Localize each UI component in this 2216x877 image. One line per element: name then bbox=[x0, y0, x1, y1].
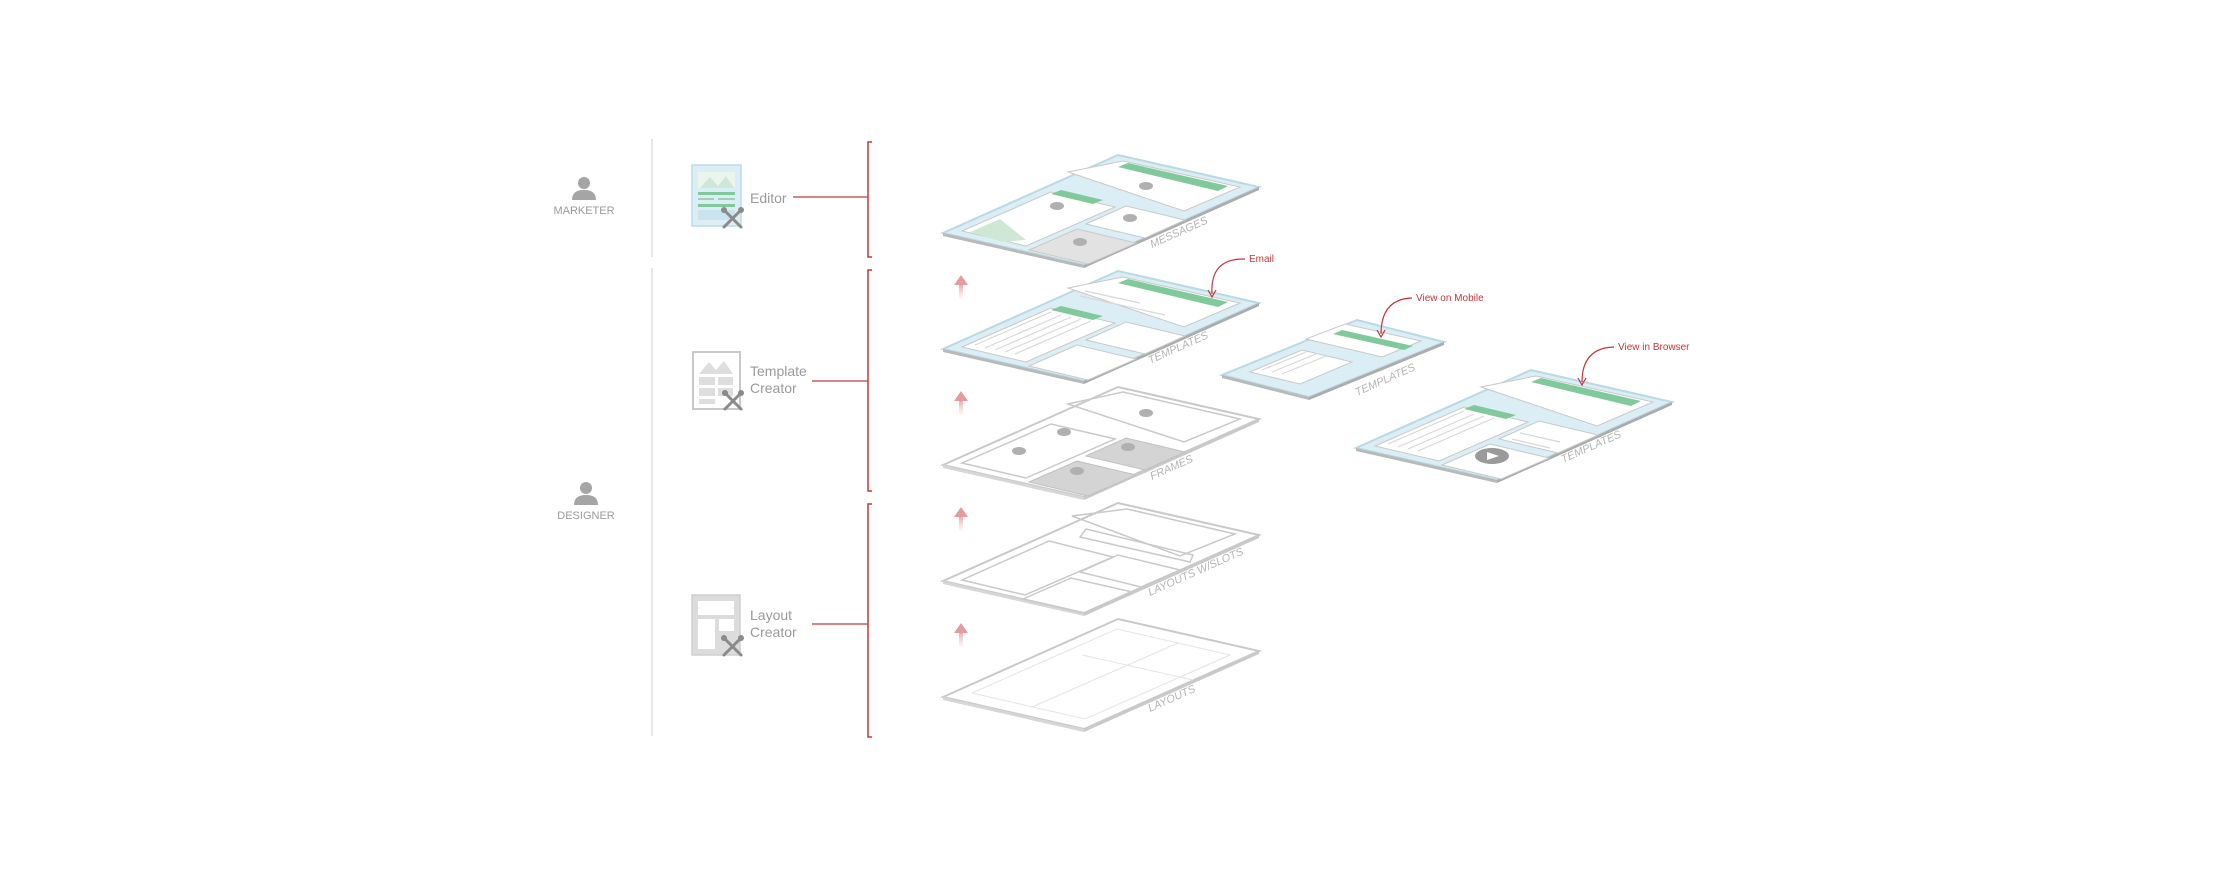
editor-tools-icon bbox=[721, 207, 744, 229]
frames-gear-icons bbox=[1012, 409, 1153, 475]
layer-messages: MESSAGES bbox=[939, 153, 1263, 268]
layout-creator-icon bbox=[691, 594, 741, 656]
up-arrow-3 bbox=[954, 507, 968, 531]
messages-gear-icons bbox=[1050, 182, 1153, 246]
layer-frames: FRAMES bbox=[939, 385, 1263, 500]
layer-layouts: LAYOUTS bbox=[939, 617, 1263, 732]
bracket-marketer bbox=[867, 141, 872, 258]
callout-email: Email bbox=[1207, 254, 1274, 299]
up-arrow-1 bbox=[954, 275, 968, 299]
layout-creator-tool: Layout Creator bbox=[691, 594, 868, 657]
callout-mobile: View on Mobile bbox=[1376, 293, 1484, 339]
mobile-preview: TEMPLATES bbox=[1218, 318, 1448, 400]
callout-mobile-label: View on Mobile bbox=[1416, 293, 1484, 304]
browser-text-lines bbox=[1387, 410, 1561, 452]
bracket-template bbox=[867, 269, 872, 492]
callout-browser: View in Browser bbox=[1577, 342, 1690, 387]
mobile-text-lines bbox=[1261, 351, 1327, 375]
browser-preview: TEMPLATES bbox=[1352, 368, 1676, 483]
layout-creator-tools-icon bbox=[721, 635, 744, 657]
template-creator-label-line1: Template bbox=[750, 363, 807, 379]
marketer-label: MARKETER bbox=[553, 205, 614, 217]
editor-tool: Editor bbox=[691, 164, 868, 229]
video-play-icon bbox=[1475, 448, 1509, 464]
callout-email-label: Email bbox=[1249, 254, 1274, 265]
templates-text-lines bbox=[974, 290, 1166, 355]
layer-templates: TEMPLATES bbox=[939, 269, 1263, 384]
up-arrow-2 bbox=[954, 391, 968, 415]
callout-browser-label: View in Browser bbox=[1618, 342, 1690, 353]
template-creator-tool: Template Creator bbox=[692, 351, 868, 411]
layer-layouts-slots: LAYOUTS W/SLOTS bbox=[939, 501, 1263, 616]
editor-icon bbox=[691, 164, 742, 227]
marketer-person-icon bbox=[572, 177, 596, 200]
editor-label: Editor bbox=[750, 190, 787, 206]
marketer-role: MARKETER bbox=[553, 177, 615, 217]
bracket-layout bbox=[867, 503, 872, 738]
designer-label: DESIGNER bbox=[557, 510, 615, 522]
designer-role: DESIGNER bbox=[557, 482, 615, 522]
template-creator-label-line2: Creator bbox=[750, 380, 797, 396]
template-creator-tools-icon bbox=[722, 390, 744, 411]
designer-person-icon bbox=[574, 482, 598, 505]
layout-creator-label-line1: Layout bbox=[750, 607, 792, 623]
up-arrow-4 bbox=[954, 623, 968, 647]
layout-creator-label-line2: Creator bbox=[750, 624, 797, 640]
